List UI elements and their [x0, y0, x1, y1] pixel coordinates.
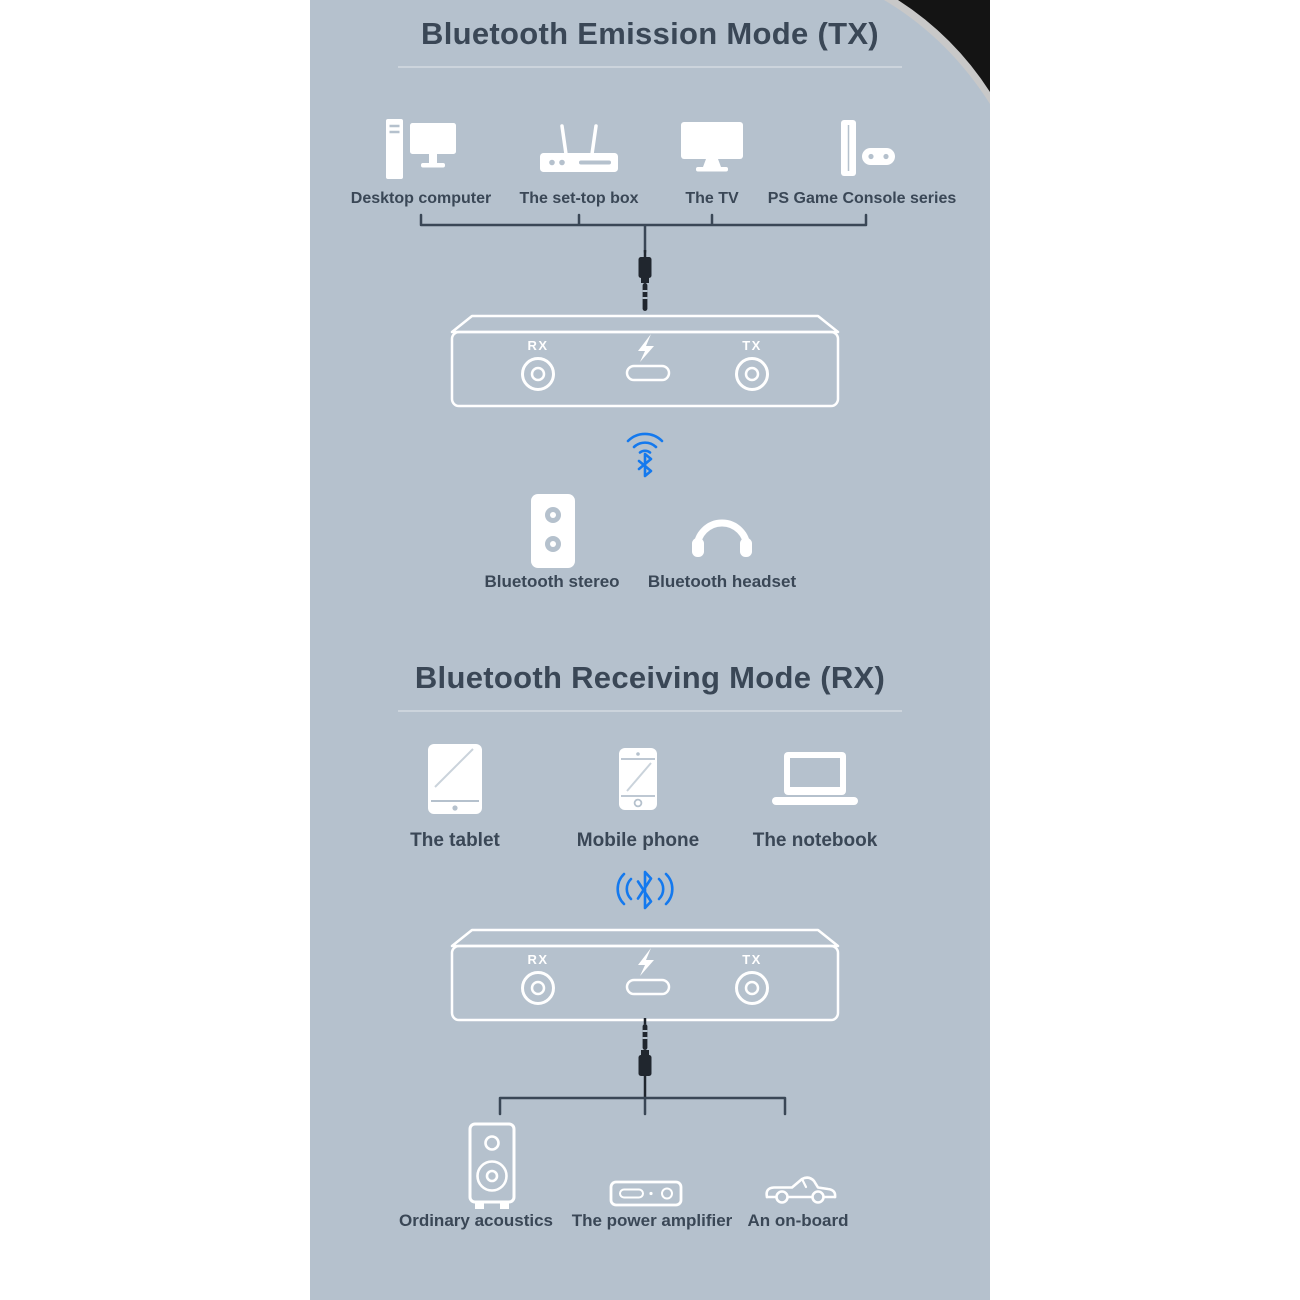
tv-icon: [679, 120, 745, 176]
usb-c-port: [625, 334, 671, 382]
lightning-icon: [638, 948, 654, 976]
infographic-panel: Bluetooth Emission Mode (TX): [310, 0, 990, 1300]
source-label-settop: The set-top box: [519, 190, 639, 207]
svg-text:TX: TX: [742, 338, 762, 353]
svg-text:RX: RX: [527, 952, 548, 967]
bluetooth-adapter-device: RX TX: [440, 924, 860, 1028]
output-label-headset: Bluetooth headset: [647, 572, 797, 591]
mobile-phone-icon: [617, 746, 659, 812]
power-amplifier-icon: [609, 1180, 683, 1208]
usb-c-port: [625, 948, 671, 996]
headset-icon: [690, 506, 754, 560]
output-label-acoustics: Ordinary acoustics: [398, 1211, 553, 1230]
tx-port: TX: [735, 952, 769, 1005]
bluetooth-waves-icon: [616, 866, 674, 914]
source-label-console: PS Game Console series: [767, 190, 957, 207]
rx-connector-bracket: [490, 1092, 790, 1120]
output-label-stereo: Bluetooth stereo: [484, 572, 620, 591]
rx-port: RX: [521, 952, 555, 1005]
source-label-notebook: The notebook: [752, 830, 878, 851]
lightning-icon: [638, 334, 654, 362]
bluetooth-speaker-icon: [529, 492, 577, 570]
tablet-icon: [426, 742, 484, 816]
game-console-icon: [835, 118, 897, 180]
svg-text:TX: TX: [742, 952, 762, 967]
desktop-computer-icon: [384, 118, 458, 182]
rx-section-title: Bluetooth Receiving Mode (RX): [414, 660, 886, 695]
tx-title-underline: [398, 66, 902, 68]
source-label-desktop: Desktop computer: [350, 190, 492, 207]
hifi-speaker-icon: [464, 1122, 520, 1214]
tx-port: TX: [735, 338, 769, 391]
source-label-phone: Mobile phone: [576, 830, 700, 851]
notebook-icon: [770, 750, 860, 808]
car-icon: [762, 1172, 840, 1206]
svg-text:RX: RX: [527, 338, 548, 353]
photo-corner-decoration: [868, 0, 990, 112]
aux-plug-icon: [635, 1018, 655, 1100]
bluetooth-signal-icon: [620, 424, 670, 478]
tx-section-title: Bluetooth Emission Mode (TX): [421, 16, 879, 51]
output-label-onboard: An on-board: [747, 1211, 849, 1230]
source-label-tv: The TV: [685, 190, 739, 207]
bluetooth-adapter-device: RX TX: [440, 310, 860, 414]
set-top-box-icon: [535, 120, 623, 178]
source-label-tablet: The tablet: [410, 830, 500, 851]
tx-connector-bracket: [410, 212, 880, 254]
rx-port: RX: [521, 338, 555, 391]
output-label-amplifier: The power amplifier: [571, 1211, 733, 1230]
aux-plug-icon: [635, 250, 655, 312]
rx-title-underline: [398, 710, 902, 712]
